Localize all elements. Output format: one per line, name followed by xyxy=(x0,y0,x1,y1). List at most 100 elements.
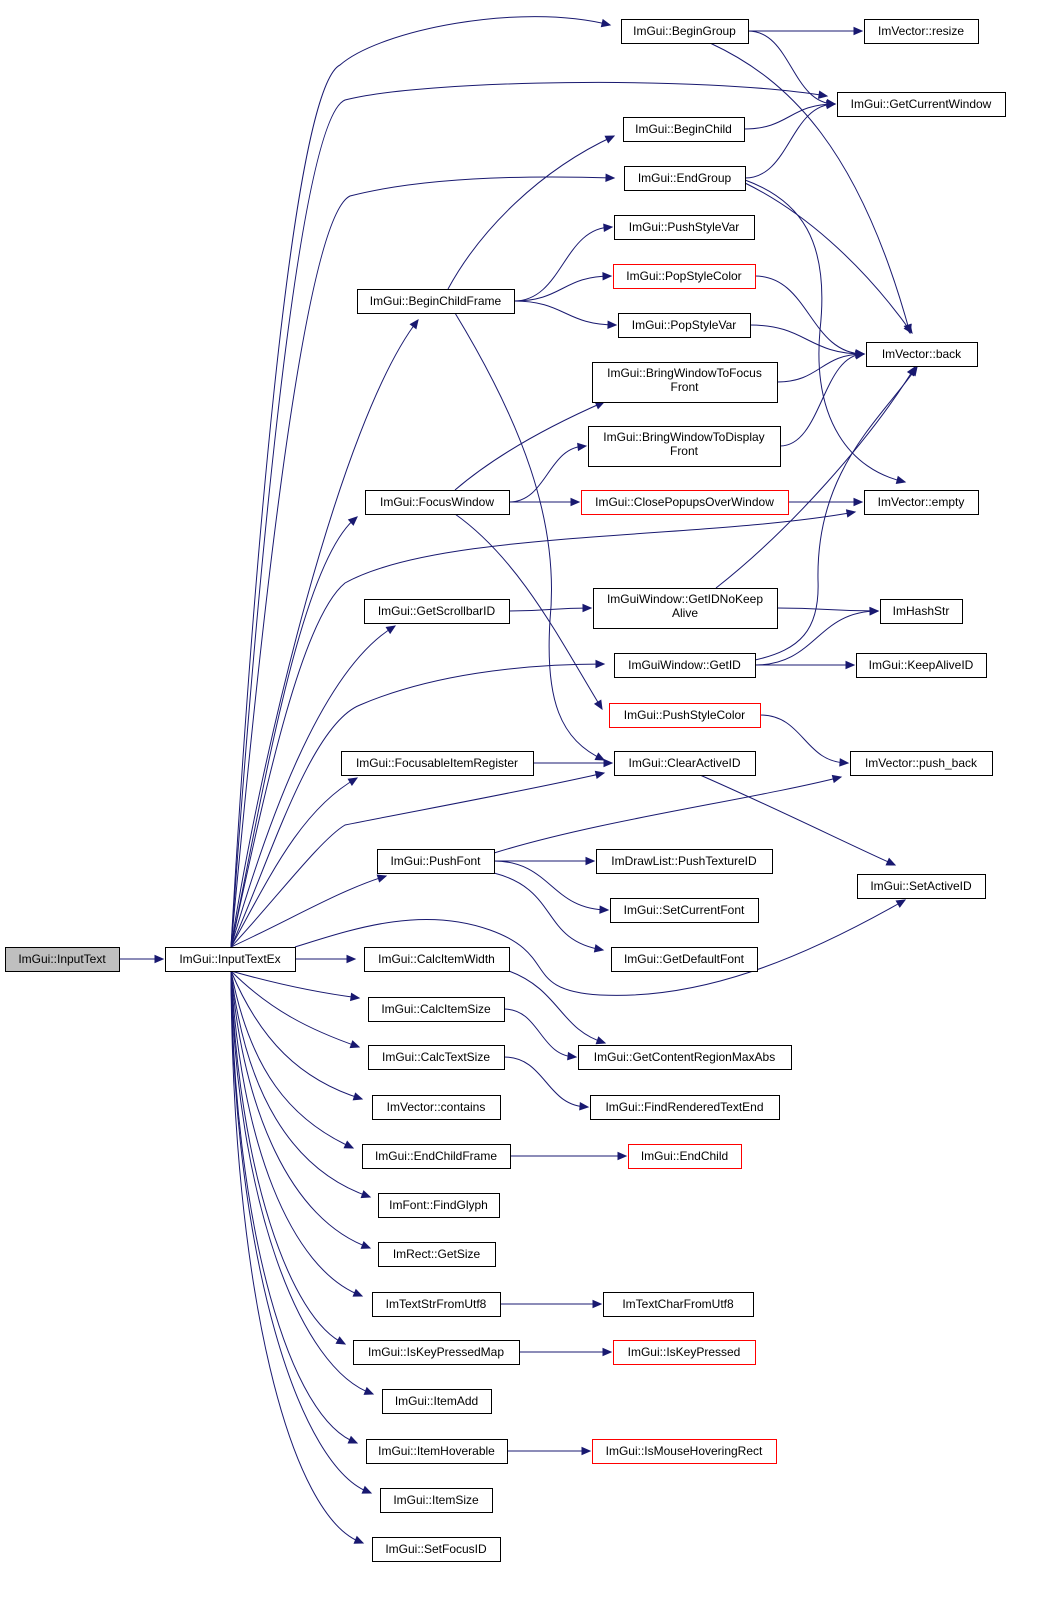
node-beginchild[interactable]: ImGui::BeginChild xyxy=(623,117,745,142)
node-pushtextureid[interactable]: ImDrawList::PushTextureID xyxy=(596,849,773,874)
node-iskeypressed[interactable]: ImGui::IsKeyPressed xyxy=(613,1340,756,1365)
node-itemsize[interactable]: ImGui::ItemSize xyxy=(380,1488,493,1513)
node-focuswindow[interactable]: ImGui::FocusWindow xyxy=(365,490,510,515)
node-box xyxy=(581,490,789,515)
edge-line xyxy=(447,135,615,290)
node-contains[interactable]: ImVector::contains xyxy=(372,1095,501,1120)
node-textstrfromutf8[interactable]: ImTextStrFromUtf8 xyxy=(372,1292,501,1317)
node-textcharfromutf8[interactable]: ImTextCharFromUtf8 xyxy=(603,1292,754,1317)
node-box xyxy=(611,947,758,972)
node-inputtextex[interactable]: ImGui::InputTextEx xyxy=(165,947,296,972)
node-ismousehovering[interactable]: ImGui::IsMouseHoveringRect xyxy=(592,1439,777,1464)
node-label: ImGui::FocusWindow xyxy=(380,495,494,509)
call-edge-pushfont-to-setcurrentfont xyxy=(493,860,610,914)
node-endgroup[interactable]: ImGui::EndGroup xyxy=(624,166,746,191)
arrowhead-icon xyxy=(817,90,829,99)
node-calcitemsize[interactable]: ImGui::CalcItemSize xyxy=(368,997,505,1022)
node-label: ImDrawList::PushTextureID xyxy=(611,854,757,868)
node-iskeypressedmap[interactable]: ImGui::IsKeyPressedMap xyxy=(353,1340,520,1365)
node-box xyxy=(592,1439,777,1464)
node-calcitemwidth[interactable]: ImGui::CalcItemWidth xyxy=(364,947,510,972)
arrowhead-icon xyxy=(579,1102,590,1111)
node-getcontentregion[interactable]: ImGui::GetContentRegionMaxAbs xyxy=(578,1045,792,1070)
node-box xyxy=(372,1095,501,1120)
node-popstylevar[interactable]: ImGui::PopStyleVar xyxy=(618,313,751,338)
call-edge-iskeypressedmap-to-iskeypressed xyxy=(518,1347,613,1357)
node-pushstylecolor[interactable]: ImGui::PushStyleColor xyxy=(609,703,761,728)
node-box xyxy=(372,1292,501,1317)
edge-line xyxy=(230,970,371,1249)
node-box xyxy=(614,751,756,776)
node-pushstylevar[interactable]: ImGui::PushStyleVar xyxy=(614,215,755,240)
node-itemadd[interactable]: ImGui::ItemAdd xyxy=(382,1389,492,1414)
node-label: ImGui::SetFocusID xyxy=(385,1542,487,1556)
node-beginchildframe[interactable]: ImGui::BeginChildFrame xyxy=(357,289,515,314)
call-edge-endgroup-to-getcurrentwindow xyxy=(744,100,837,179)
edge-line xyxy=(744,103,836,179)
node-box xyxy=(365,490,510,515)
edge-line xyxy=(715,366,916,589)
edge-line xyxy=(749,324,865,355)
node-itemhoverable[interactable]: ImGui::ItemHoverable xyxy=(366,1439,508,1464)
node-closepopups[interactable]: ImGui::ClosePopupsOverWindow xyxy=(581,490,789,515)
node-box xyxy=(623,117,745,142)
node-findrendered[interactable]: ImGui::FindRenderedTextEnd xyxy=(590,1095,780,1120)
node-endchild[interactable]: ImGui::EndChild xyxy=(628,1144,742,1169)
call-edge-inputtextex-to-beginchildframe xyxy=(230,318,419,948)
node-calctextsize[interactable]: ImGui::CalcTextSize xyxy=(368,1045,505,1070)
node-popstylecolor[interactable]: ImGui::PopStyleColor xyxy=(613,264,756,289)
node-empty[interactable]: ImVector::empty xyxy=(864,490,979,515)
arrowhead-icon xyxy=(839,758,850,767)
edge-line xyxy=(493,872,604,951)
edge-line xyxy=(776,353,865,383)
node-back[interactable]: ImVector::back xyxy=(866,342,978,367)
edge-line xyxy=(230,970,358,1444)
node-getcurrentwindow[interactable]: ImGui::GetCurrentWindow xyxy=(837,92,1006,117)
node-focusableitem[interactable]: ImGui::FocusableItemRegister xyxy=(341,751,534,776)
edge-line xyxy=(230,970,346,1345)
node-endchildframe[interactable]: ImGui::EndChildFrame xyxy=(362,1144,511,1169)
node-box xyxy=(628,1144,742,1169)
arrowhead-icon xyxy=(895,475,907,485)
edge-line xyxy=(230,516,358,948)
node-setcurrentfont[interactable]: ImGui::SetCurrentFont xyxy=(610,898,759,923)
node-keepaliveid[interactable]: ImGui::KeepAliveID xyxy=(856,653,987,678)
node-imhashstr[interactable]: ImHashStr xyxy=(880,599,963,624)
arrowhead-icon xyxy=(869,607,880,616)
call-edge-inputtextex-to-calcitemwidth xyxy=(295,954,357,964)
node-getscrollbarid[interactable]: ImGui::GetScrollbarID xyxy=(364,599,510,624)
node-pushfont[interactable]: ImGui::PushFont xyxy=(377,849,495,874)
call-edge-begingroup-to-resize xyxy=(748,26,864,36)
node-label: ImGui::KeepAliveID xyxy=(869,658,974,672)
node-label: ImVector::contains xyxy=(387,1100,486,1114)
node-findglyph[interactable]: ImFont::FindGlyph xyxy=(378,1193,500,1218)
node-box xyxy=(613,264,756,289)
node-getid[interactable]: ImGuiWindow::GetID xyxy=(614,653,756,678)
node-begingroup[interactable]: ImGui::BeginGroup xyxy=(621,19,749,44)
arrowhead-icon xyxy=(853,26,864,36)
node-setactiveid[interactable]: ImGui::SetActiveID xyxy=(857,874,986,899)
node-label: ImGui::ItemSize xyxy=(393,1493,479,1507)
edge-line xyxy=(513,275,612,302)
arrowhead-icon xyxy=(582,603,593,613)
edge-line xyxy=(743,103,836,130)
arrowhead-icon xyxy=(600,18,612,28)
node-setfocusid[interactable]: ImGui::SetFocusID xyxy=(372,1537,501,1562)
call-edge-pushfont-to-push_back xyxy=(493,774,843,854)
call-edge-inputtextex-to-setactiveid xyxy=(294,899,907,996)
node-label: ImGui::PopStyleColor xyxy=(626,269,741,283)
node-box xyxy=(364,599,510,624)
node-box xyxy=(603,1292,754,1317)
edge-line xyxy=(230,772,605,948)
node-getdefaultfont[interactable]: ImGui::GetDefaultFont xyxy=(611,947,758,972)
node-push_back[interactable]: ImVector::push_back xyxy=(850,751,993,776)
node-clearactiveid[interactable]: ImGui::ClearActiveID xyxy=(614,751,756,776)
node-resize[interactable]: ImVector::resize xyxy=(864,19,979,44)
node-getsize[interactable]: ImRect::GetSize xyxy=(378,1242,496,1267)
call-edge-inputtextex-to-begingroup xyxy=(230,16,612,948)
call-edge-inputtextex-to-getsize xyxy=(230,970,372,1249)
